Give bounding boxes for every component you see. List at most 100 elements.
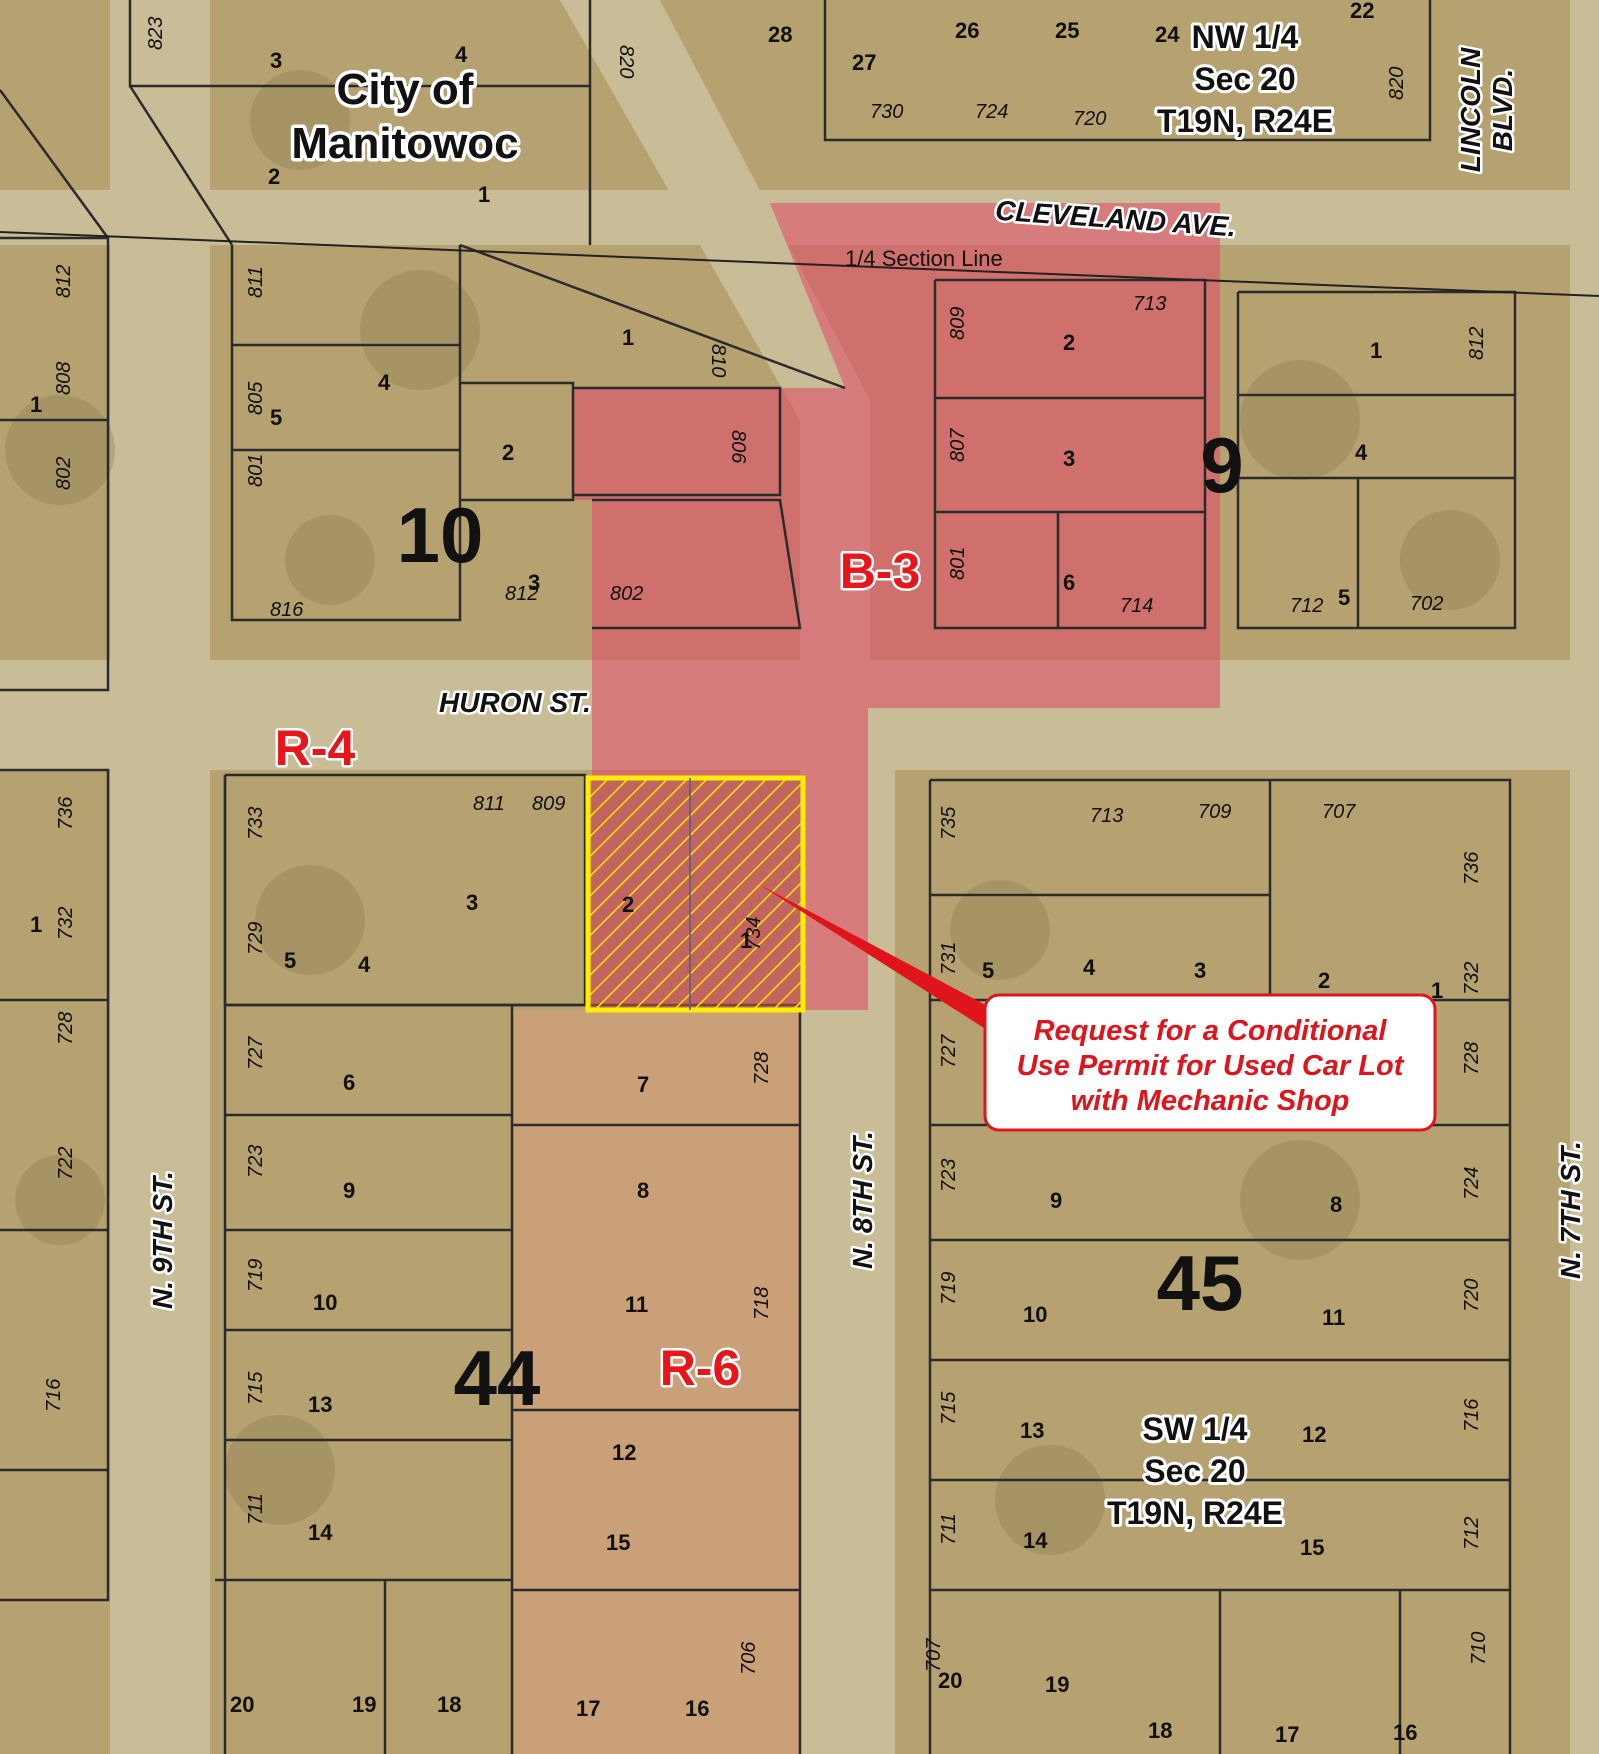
- address-label: 713: [1090, 805, 1123, 827]
- address-label: 716: [43, 1378, 65, 1412]
- address-label: 714: [1120, 595, 1153, 617]
- address-label: 702: [1410, 593, 1443, 615]
- lot-number: 16: [1393, 1720, 1417, 1745]
- address-label: 734: [743, 917, 765, 950]
- callout-leader: [760, 885, 995, 1035]
- lot-number: 15: [606, 1530, 630, 1555]
- block-9: 9: [1200, 421, 1243, 509]
- address-label: 727: [245, 1036, 267, 1070]
- lot-number: 2: [502, 440, 514, 465]
- address-label: 718: [751, 1287, 773, 1320]
- lot-number: 27: [852, 50, 876, 75]
- lot-number: 4: [1083, 955, 1096, 980]
- section-ne-line-1: NW 1/4: [1192, 19, 1299, 55]
- zone-r6-label: R-6: [660, 1340, 741, 1396]
- lot-number: 28: [768, 22, 792, 47]
- section-sw-line-2: Sec 20: [1144, 1453, 1245, 1489]
- lot-number: 8: [637, 1178, 649, 1203]
- address-label: 713: [1133, 293, 1166, 315]
- zone-r4-label: R-4: [275, 720, 356, 776]
- address-label: 729: [245, 922, 267, 955]
- lot-number: 3: [1063, 446, 1075, 471]
- lot-number: 1: [1370, 338, 1382, 363]
- lot-number: 13: [308, 1392, 332, 1417]
- address-label: 711: [938, 1513, 960, 1545]
- address-label: 806: [727, 430, 749, 464]
- street-n7th: N. 7TH ST.: [1555, 1141, 1586, 1279]
- lot-number: 2: [1318, 968, 1330, 993]
- address-label: 823: [145, 17, 167, 50]
- address-label: 723: [938, 1159, 960, 1192]
- address-label: 720: [1461, 1279, 1483, 1312]
- address-label: 732: [55, 907, 77, 940]
- address-label: 809: [947, 307, 969, 340]
- lot-number: 5: [1338, 585, 1350, 610]
- address-label: 809: [532, 793, 565, 815]
- lot-number: 1: [740, 928, 752, 953]
- address-label: 816: [270, 599, 304, 621]
- address-label: 736: [55, 796, 77, 830]
- lot-number: 24: [1155, 22, 1180, 47]
- address-label: 811: [473, 793, 505, 815]
- address-label: 732: [1461, 962, 1483, 995]
- street-n8th: N. 8TH ST.: [847, 1131, 878, 1269]
- address-label: 735: [938, 806, 960, 840]
- lot-number: 4: [378, 370, 391, 395]
- address-label: 801: [245, 454, 267, 487]
- lot-number: 9: [343, 1178, 355, 1203]
- lot-number: 4: [455, 42, 468, 67]
- address-label: 719: [245, 1259, 267, 1292]
- address-label: 712: [1461, 1517, 1483, 1550]
- lot-number: 1: [30, 912, 42, 937]
- address-label: 731: [938, 942, 960, 975]
- address-label: 730: [870, 101, 903, 123]
- address-label: 736: [1461, 851, 1483, 885]
- address-label: 709: [1198, 801, 1231, 823]
- lot-number: 2: [622, 892, 634, 917]
- lot-number: 1: [478, 182, 490, 207]
- address-label: 808: [53, 362, 75, 395]
- lot-number: 6: [343, 1070, 355, 1095]
- lot-number: 22: [1350, 0, 1374, 23]
- lot-number: 3: [270, 48, 282, 73]
- lot-number: 2: [268, 164, 280, 189]
- city-label-line-1: City of: [337, 65, 474, 114]
- address-label: 801: [947, 547, 969, 580]
- aerial-texture: [5, 70, 1500, 1555]
- lot-numbers: 3 4 28 27 26 25 24 22 2 1 1 4 5 2 1 2 3 …: [30, 0, 1443, 1747]
- lot-number: 8: [1330, 1192, 1342, 1217]
- zone-b3-label: B-3: [840, 543, 921, 599]
- address-label: 722: [55, 1147, 77, 1180]
- lot-number: 14: [1023, 1528, 1048, 1553]
- street-lincoln-2: BLVD.: [1487, 69, 1518, 151]
- lot-number: 2: [1063, 330, 1075, 355]
- lot-number: 17: [1275, 1722, 1299, 1747]
- callout-line-2: Use Permit for Used Car Lot: [1017, 1050, 1405, 1082]
- address-label: 733: [245, 807, 267, 840]
- lot-number: 11: [1322, 1305, 1345, 1330]
- address-label: 723: [245, 1145, 267, 1178]
- address-label: 820: [615, 45, 637, 78]
- lot-number: 18: [437, 1692, 461, 1717]
- address-label: 812: [1466, 327, 1488, 360]
- lot-number: 10: [313, 1290, 337, 1315]
- lot-number: 12: [612, 1440, 636, 1465]
- lot-number: 10: [1023, 1302, 1047, 1327]
- lot-number: 1: [30, 392, 42, 417]
- lot-number: 14: [308, 1520, 333, 1545]
- address-label: 715: [245, 1371, 267, 1405]
- address-label: 707: [1322, 801, 1356, 823]
- lot-number: 5: [284, 948, 296, 973]
- address-label: 802: [610, 583, 643, 605]
- lot-number: 18: [1148, 1718, 1172, 1743]
- address-label: 724: [975, 101, 1008, 123]
- address-label: 706: [738, 1641, 760, 1675]
- lot-number: 20: [230, 1692, 254, 1717]
- address-label: 712: [1290, 595, 1323, 617]
- lot-number: 1: [1431, 978, 1443, 1003]
- lot-number: 12: [1302, 1422, 1326, 1447]
- lot-number: 7: [637, 1072, 649, 1097]
- street-n9th: N. 9TH ST.: [147, 1171, 178, 1309]
- address-label: 728: [55, 1012, 77, 1045]
